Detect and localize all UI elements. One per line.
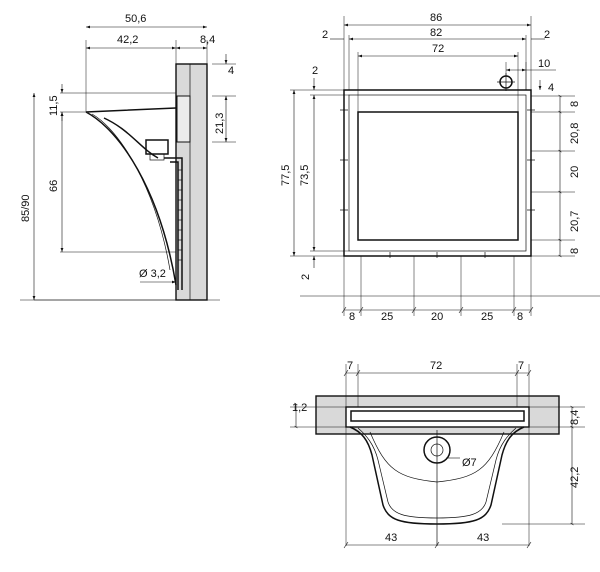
dim-bottom-seg-2: 25 — [381, 311, 393, 323]
dim-bottom-seg-4: 25 — [481, 311, 493, 323]
dim-lip-height: 8,4 — [569, 410, 581, 425]
dim-mount-height: 85/90 — [20, 194, 32, 222]
top-view: 7 72 7 1,2 8,4 42,2 Ø7 43 43 — [290, 360, 585, 549]
dim-wall-thickness: 8,4 — [200, 34, 215, 46]
basin-profile — [85, 107, 177, 286]
dim-basin-height: 66 — [48, 180, 60, 192]
dim-bottom-half-ticks — [343, 541, 532, 549]
dim-right-upper: 20,8 — [569, 123, 581, 144]
siphon-ribs — [178, 169, 182, 261]
dim-bowl-depth: 42,2 — [569, 467, 581, 488]
dim-top-margin: 2 — [312, 65, 318, 77]
dim-margin-right: 2 — [544, 29, 550, 41]
siphon-pipe — [164, 157, 183, 290]
dim-right-edge: 7 — [518, 360, 524, 372]
dim-overall-height: 77,5 — [280, 165, 292, 186]
dim-bottom-seg-1: 8 — [349, 311, 355, 323]
front-basin-opening — [357, 111, 519, 241]
dim-left-edge: 7 — [347, 360, 353, 372]
dim-right-lower: 20,7 — [569, 211, 581, 232]
dim-drain-diameter: Ø 3,2 — [139, 268, 166, 280]
dim-bottom-seg-3: 20 — [431, 311, 443, 323]
dim-basin-width: 72 — [432, 43, 444, 55]
dim-total-depth: 50,6 — [125, 13, 146, 25]
front-inner-frame — [348, 94, 527, 252]
dim-bottom-ticks — [341, 306, 534, 314]
dim-drain-diameter-top: Ø7 — [462, 457, 477, 469]
dim-bottom-margin: 2 — [300, 274, 312, 280]
dim-top-offset: 4 — [228, 65, 234, 77]
basin-inner-profile — [91, 113, 171, 271]
drain-nut — [149, 153, 165, 161]
dim-inner-height: 73,5 — [299, 165, 311, 186]
dim-tap-depth: 4 — [548, 82, 554, 94]
basin-rim-insert — [350, 410, 525, 422]
front-outer-frame — [343, 89, 532, 257]
dim-bottom-seg-5: 8 — [517, 311, 523, 323]
dim-rim-height: 11,5 — [48, 95, 60, 116]
dim-right-top: 8 — [569, 101, 581, 107]
mount-bracket — [176, 95, 191, 143]
side-view: 50,6 42,2 8,4 4 21,3 11,5 66 85/90 Ø 3,2 — [20, 13, 236, 301]
basin-lip — [345, 406, 530, 428]
dim-bracket-height: 21,3 — [214, 113, 226, 134]
dim-half-left: 43 — [385, 532, 397, 544]
dim-basin-depth: 42,2 — [117, 34, 138, 46]
dim-inner-width-top: 72 — [430, 360, 442, 372]
dim-top-ticks — [343, 369, 532, 377]
dim-margin-left: 2 — [322, 29, 328, 41]
dim-right-bottom: 8 — [569, 248, 581, 254]
front-view: 86 82 2 2 72 10 4 77,5 73,5 2 2 8 20,8 2… — [280, 12, 600, 323]
dim-overall-width: 86 — [430, 12, 442, 24]
dim-tap-offset: 10 — [538, 58, 550, 70]
dim-half-right: 43 — [477, 532, 489, 544]
dim-rim-thickness: 1,2 — [292, 402, 307, 414]
dim-inner-width: 82 — [430, 27, 442, 39]
dim-right-mid: 20 — [569, 166, 581, 178]
front-fixing-marks — [340, 109, 535, 258]
